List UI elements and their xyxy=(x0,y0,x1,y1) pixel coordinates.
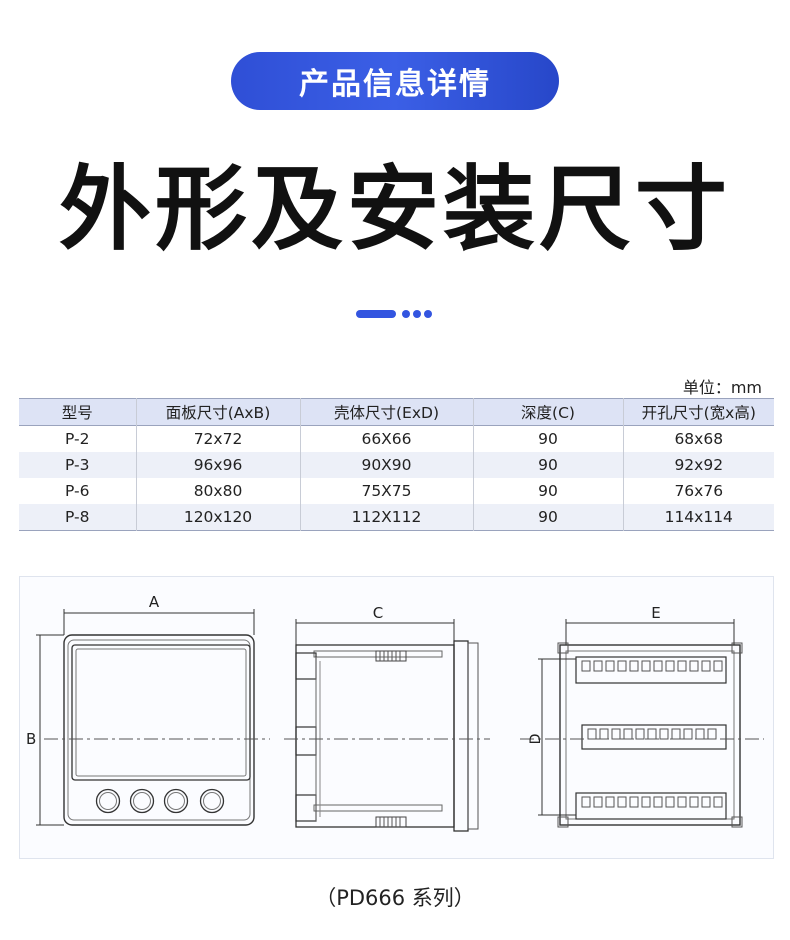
table-cell: 90 xyxy=(472,425,623,452)
spec-table: 型号 面板尺寸(AxB) 壳体尺寸(ExD) 深度(C) 开孔尺寸(宽x高) P… xyxy=(19,398,774,531)
table-cell: 112X112 xyxy=(299,504,473,531)
front-view xyxy=(36,609,270,826)
table-cell: P-3 xyxy=(65,456,90,474)
column-header: 型号 xyxy=(61,404,93,422)
table-row: P-6 80x80 75X75 90 76x76 xyxy=(19,478,774,504)
table-cell: 68x68 xyxy=(622,425,774,452)
dimension-drawing: A B C D E xyxy=(26,593,764,832)
series-caption: （PD666 系列） xyxy=(315,886,475,910)
divider-dot xyxy=(413,310,421,318)
dimension-label-a: A xyxy=(149,593,160,611)
column-header: 开孔尺寸(宽x高) xyxy=(622,398,774,426)
table-cell: 72x72 xyxy=(135,425,300,452)
table-cell: 75X75 xyxy=(299,478,473,504)
dimension-label-d: D xyxy=(528,734,544,745)
page-title: 外形及安装尺寸 xyxy=(58,156,731,263)
table-cell: 76x76 xyxy=(622,478,774,504)
table-cell: 92x92 xyxy=(622,452,774,478)
table-cell: 90 xyxy=(472,504,623,531)
dimension-label-e: E xyxy=(651,604,660,622)
table-cell: 90 xyxy=(472,452,623,478)
table-row: P-8 120x120 112X112 90 114x114 xyxy=(19,504,774,531)
column-header: 深度(C) xyxy=(472,398,623,426)
dimension-label-b: B xyxy=(26,730,36,748)
table-cell: P-6 xyxy=(65,482,90,500)
dimension-drawing-panel: A B C D E xyxy=(19,576,774,859)
table-cell: P-2 xyxy=(65,430,90,448)
table-cell: 120x120 xyxy=(135,504,300,531)
table-row: P-3 96x96 90X90 90 92x92 xyxy=(19,452,774,478)
table-cell: 80x80 xyxy=(135,478,300,504)
table-cell: 90 xyxy=(472,478,623,504)
table-header-row: 型号 面板尺寸(AxB) 壳体尺寸(ExD) 深度(C) 开孔尺寸(宽x高) xyxy=(19,398,774,426)
divider-dot xyxy=(424,310,432,318)
divider-dot xyxy=(402,310,410,318)
dimension-label-c: C xyxy=(373,604,383,622)
divider-bar xyxy=(356,310,396,318)
table-row: P-2 72x72 66X66 90 68x68 xyxy=(19,425,774,452)
table-cell: P-8 xyxy=(65,508,90,526)
side-view xyxy=(284,619,490,832)
table-cell: 90X90 xyxy=(299,452,473,478)
rear-view xyxy=(520,619,764,828)
unit-label: 单位：mm xyxy=(682,378,762,397)
column-header: 面板尺寸(AxB) xyxy=(135,398,300,426)
column-header: 壳体尺寸(ExD) xyxy=(299,398,473,426)
table-cell: 66X66 xyxy=(299,425,473,452)
section-pill-badge: 产品信息详情 xyxy=(231,52,559,110)
table-cell: 114x114 xyxy=(622,504,774,531)
table-cell: 96x96 xyxy=(135,452,300,478)
